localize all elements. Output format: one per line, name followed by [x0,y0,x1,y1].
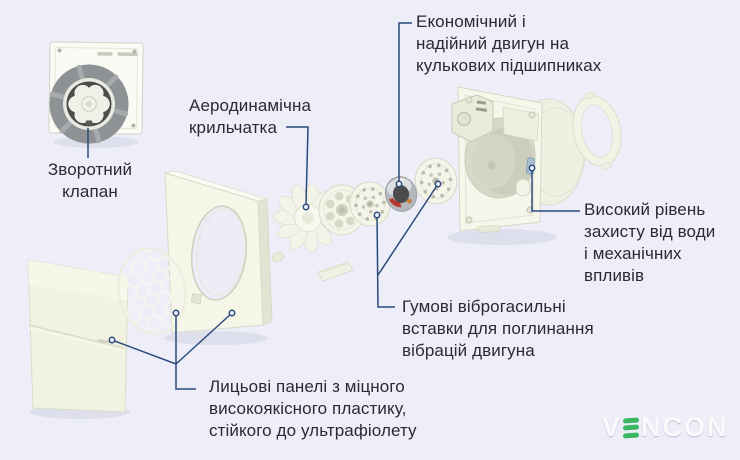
small-oval-part [271,251,285,263]
terminal-box [451,94,494,143]
connector-panels-flat [111,339,177,365]
clip-part [317,261,354,282]
connector-protection [531,171,580,212]
vencon-logo: V NCON [602,412,729,443]
label-face-panels: Лицьові панелі з міцного високоякісного … [209,377,417,440]
connector-lines [87,22,580,390]
fan-housing [451,86,543,233]
connector-panels-mesh [175,313,196,390]
housing-grommet [515,178,531,197]
vencon-e-icon [623,416,640,439]
label-aerodynamic-impeller: Аеродинамічна крильчатка [189,96,312,137]
label-vibration-inserts: Гумові віброгасильні вставки для поглина… [402,297,594,360]
face-panel-flat [27,259,129,413]
connector-dots [108,164,536,344]
label-motor-ball-bearings: Економічний і надійний двигун на кульков… [416,12,602,75]
connector-impeller [286,126,309,206]
label-water-protection: Високий рівень захисту від води і механі… [584,200,716,285]
label-backdraft-valve: Зворотний клапан [47,160,133,201]
connector-damper-rear [377,183,439,276]
duct-with-backdraft-damper [49,64,129,144]
connector-panels-front [175,312,233,365]
assembled-fan-rear-view [48,41,144,144]
connector-motor [398,22,412,182]
honeycomb-mesh-filter [117,247,187,335]
vencon-logo-v: V [602,412,623,442]
front-panel-with-hole [164,170,273,334]
connector-damper-front [376,214,395,308]
vibration-damper-rear [412,155,460,207]
vencon-logo-ncon: NCON [641,412,729,442]
mounting-ring [572,92,622,170]
